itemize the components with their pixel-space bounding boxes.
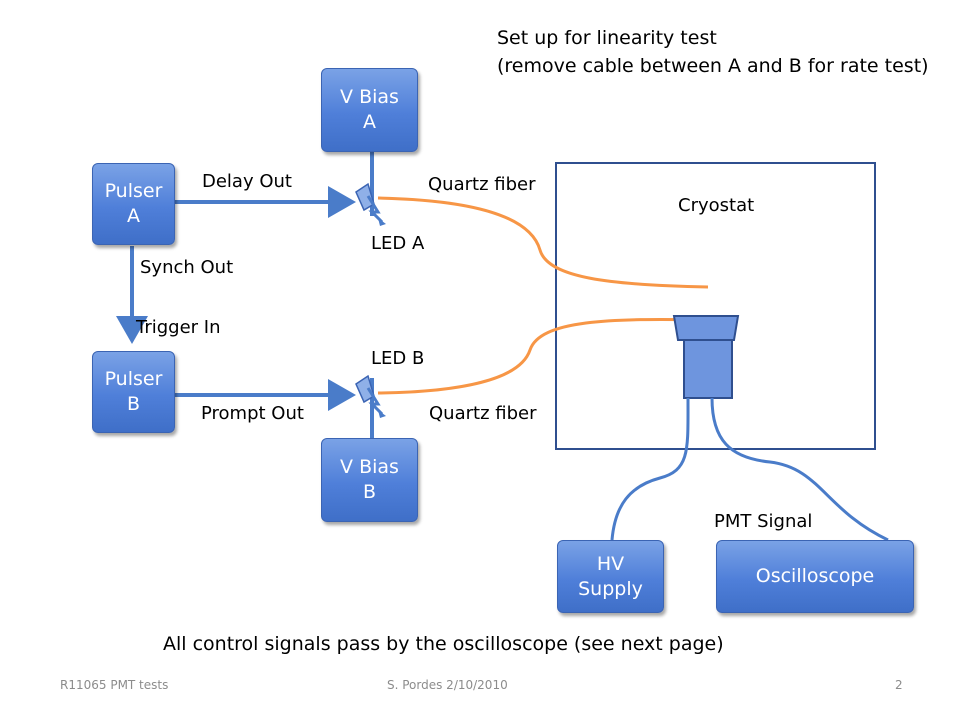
- cryostat-box: [555, 162, 876, 450]
- title-line-2: (remove cable between A and B for rate t…: [497, 55, 929, 77]
- cryostat-label: Cryostat: [678, 195, 755, 216]
- footer-page-number: 2: [895, 678, 903, 692]
- quartz-fiber-a: [377, 196, 709, 289]
- pmt-signal-label: PMT Signal: [714, 511, 813, 532]
- led-b-icon: [355, 374, 386, 418]
- synch-out-label: Synch Out: [140, 257, 234, 278]
- oscilloscope-label: Oscilloscope: [755, 565, 875, 587]
- quartz-fiber-b: [377, 317, 709, 395]
- pulser-a-label: Pulser A: [104, 180, 163, 227]
- pulser-b-box: Pulser B: [92, 351, 175, 433]
- vbias-b-box: V Bias B: [321, 438, 418, 522]
- quartz-fiber-bottom-label: Quartz fiber: [429, 403, 537, 424]
- prompt-out-label: Prompt Out: [201, 403, 304, 424]
- led-a-label: LED A: [371, 233, 425, 254]
- led-a-icon: [355, 182, 386, 226]
- quartz-fiber-top-label: Quartz fiber: [428, 174, 536, 195]
- delay-out-label: Delay Out: [202, 171, 292, 192]
- oscilloscope-box: Oscilloscope: [716, 540, 914, 613]
- vbias-a-label: V Bias A: [340, 86, 399, 133]
- footer-center: S. Pordes 2/10/2010: [387, 678, 508, 692]
- pmt-signal-cable: [710, 397, 889, 542]
- pmt-hv-cable: [610, 397, 690, 541]
- bottom-note: All control signals pass by the oscillos…: [163, 633, 724, 655]
- trigger-in-label: Trigger In: [136, 317, 221, 338]
- led-b-label: LED B: [371, 348, 425, 369]
- hv-supply-box: HV Supply: [557, 540, 664, 613]
- pulser-b-label: Pulser B: [104, 368, 163, 415]
- footer-left: R11065 PMT tests: [60, 678, 169, 692]
- vbias-a-box: V Bias A: [321, 68, 418, 152]
- title-line-1: Set up for linearity test: [497, 27, 717, 49]
- hv-supply-label: HV Supply: [578, 552, 643, 600]
- vbias-b-label: V Bias B: [340, 456, 399, 503]
- pmt-icon: [672, 315, 740, 399]
- pulser-a-box: Pulser A: [92, 163, 175, 245]
